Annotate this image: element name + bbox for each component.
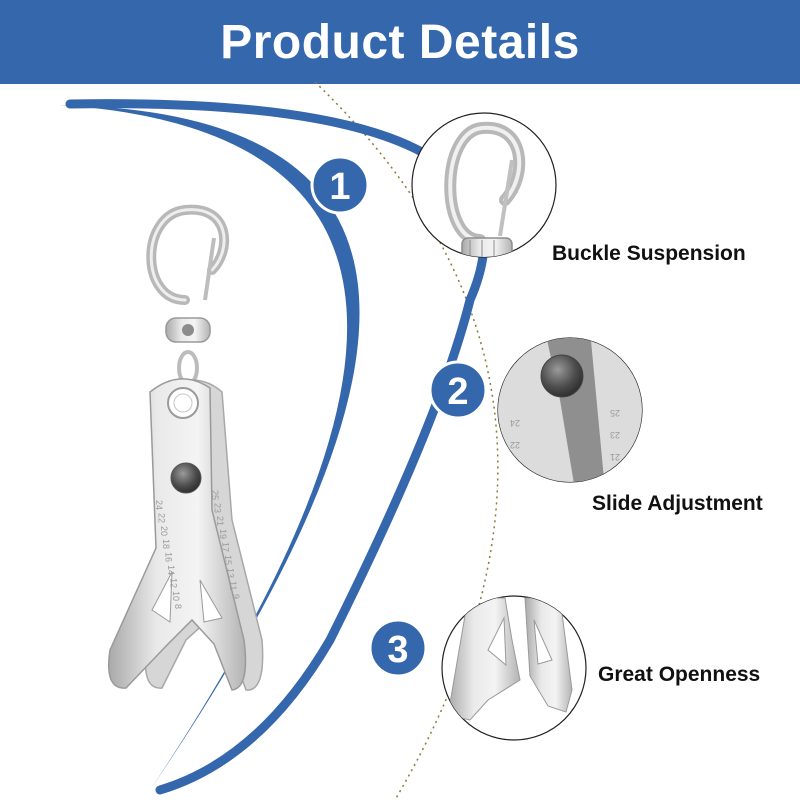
marker-1: 1 [310,155,370,215]
gauge-scale-left: 8 10 12 14 16 18 20 22 24 [154,500,183,609]
scale-label: 22 [156,513,166,523]
svg-text:24: 24 [510,418,520,428]
slider-knob-closeup-icon: 24 22 25 23 21 [498,338,642,482]
scale-label: 13 [226,568,236,578]
scale-label: 15 [223,555,233,565]
title-banner: Product Details [0,0,800,84]
scale-label: 24 [154,500,164,510]
marker-1-number: 1 [329,166,350,208]
marker-3: 3 [368,618,428,678]
svg-text:21: 21 [610,452,620,462]
svg-text:23: 23 [610,430,620,440]
openness-detail-circle [441,595,587,741]
svg-text:22: 22 [510,440,520,450]
scale-label: 14 [166,565,176,575]
open-jaws-closeup-icon [447,597,573,721]
buckle-detail-circle [411,112,557,258]
scale-label: 11 [228,581,238,590]
scale-label: 19 [218,529,228,539]
slider-detail-circle: 24 22 25 23 21 [497,337,643,483]
scale-label: 17 [220,542,230,552]
scale-label: 20 [159,526,169,536]
feature-1-caption: Buckle Suspension [552,242,746,265]
scale-label: 25 [210,490,220,500]
scale-label: 10 [171,591,181,601]
gauge-scale-right: 9 11 13 15 17 19 21 23 25 [210,490,241,599]
marker-2-number: 2 [447,371,468,413]
scale-label: 16 [164,552,174,562]
scale-label: 12 [168,578,178,588]
scale-label: 18 [161,539,171,549]
scale-label: 23 [213,503,223,513]
marker-3-number: 3 [387,629,408,671]
scale-label: 8 [173,604,183,609]
svg-text:25: 25 [610,408,620,418]
feature-2-caption: Slide Adjustment [592,492,763,515]
carabiner-closeup-icon [444,121,526,257]
scale-label: 21 [215,516,225,526]
marker-2: 2 [428,360,488,420]
tippet-gauge-keychain-icon: 8 10 12 14 16 18 20 22 24 9 11 13 15 17 19 21 23 25 [108,204,264,691]
feature-3-caption: Great Openness [598,663,761,686]
page-title: Product Details [220,15,580,69]
scale-label: 9 [231,594,241,599]
